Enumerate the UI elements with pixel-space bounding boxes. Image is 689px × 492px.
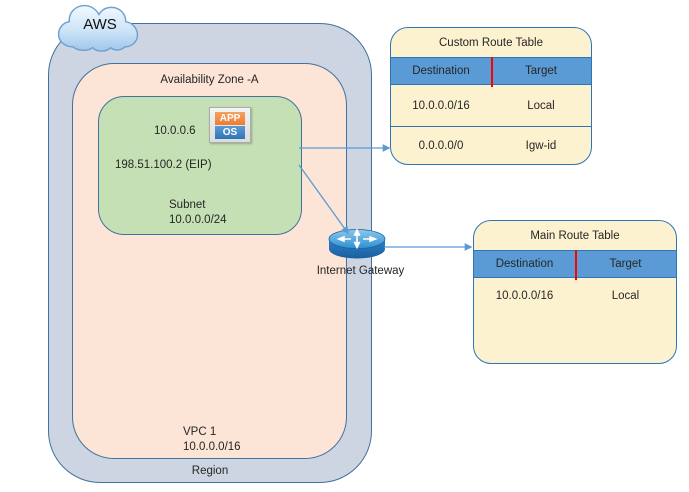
route-destination: 10.0.0.0/16: [495, 290, 554, 302]
column-header-destination: Destination: [495, 258, 554, 270]
vpc-label: VPC 1 10.0.0.0/16: [183, 425, 241, 455]
aws-cloud-icon: [57, 4, 139, 52]
table-row: 0.0.0.0/0 Igw-id: [391, 127, 591, 164]
table-row: 10.0.0.0/16 Local: [391, 85, 591, 127]
vpc-name: VPC 1: [183, 426, 217, 438]
instance-private-ip: 10.0.0.6: [154, 125, 196, 137]
aws-cloud-label: AWS: [83, 16, 117, 33]
header-divider: [491, 57, 493, 87]
header-divider: [575, 250, 577, 280]
route-target: Local: [527, 99, 555, 112]
main-route-table: Main Route Table Destination Target 10.0…: [473, 220, 677, 364]
route-destination: 0.0.0.0/0: [418, 139, 464, 152]
main-route-table-header: Destination Target: [474, 250, 676, 280]
internet-gateway-icon: [328, 228, 386, 259]
table-row: 10.0.0.0/16 Local: [474, 278, 676, 363]
custom-route-table-title: Custom Route Table: [439, 36, 543, 49]
route-target: Igw-id: [525, 139, 557, 152]
instance-elastic-ip: 198.51.100.2 (EIP): [115, 159, 212, 171]
main-route-table-title: Main Route Table: [530, 229, 620, 242]
region-label: Region: [191, 465, 229, 477]
subnet-name: Subnet: [169, 199, 206, 211]
app-os-instance-icon: APP OS: [209, 107, 251, 143]
availability-zone-label: Availability Zone -A: [160, 74, 259, 86]
subnet-label: Subnet 10.0.0.0/24: [169, 198, 227, 228]
internet-gateway-label: Internet Gateway: [316, 265, 405, 277]
custom-route-table: Custom Route Table Destination Target 10…: [390, 27, 592, 165]
region-box: Region Availability Zone -A 10.0.0.6 APP…: [48, 23, 372, 483]
subnet-box: 10.0.0.6 APP OS 198.51.100.2 (EIP) Subne…: [98, 96, 302, 235]
route-target: Local: [611, 290, 640, 302]
column-header-target: Target: [609, 258, 642, 270]
vpc-cidr: 10.0.0.0/16: [183, 441, 241, 453]
custom-route-table-header: Destination Target: [391, 57, 591, 87]
subnet-cidr: 10.0.0.0/24: [169, 214, 227, 226]
route-destination: 10.0.0.0/16: [412, 99, 470, 112]
app-badge: APP: [215, 111, 245, 125]
availability-zone-box: Availability Zone -A 10.0.0.6 APP OS 198…: [72, 63, 347, 459]
column-header-destination: Destination: [412, 65, 470, 77]
column-header-target: Target: [525, 65, 557, 77]
os-badge: OS: [215, 125, 245, 139]
